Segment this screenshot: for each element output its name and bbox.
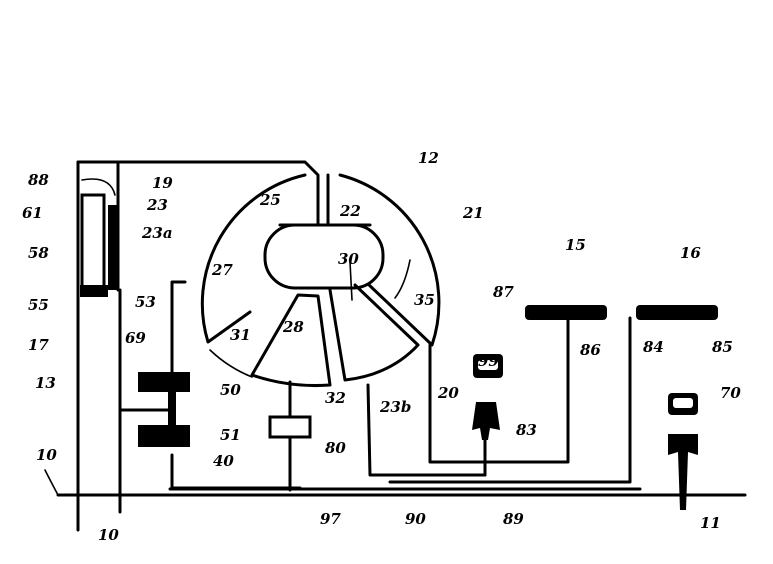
- label-88: 88: [28, 171, 49, 189]
- label-13: 13: [35, 374, 56, 392]
- label-83: 83: [516, 421, 537, 439]
- label-61: 61: [22, 204, 43, 222]
- label-10: 10: [36, 446, 57, 464]
- rotary-valve-body: [202, 175, 439, 386]
- label-16: 16: [680, 244, 701, 262]
- label-21: 21: [462, 204, 484, 222]
- label-86: 86: [580, 341, 601, 359]
- label-31: 31: [230, 326, 251, 344]
- label-11: 11: [700, 514, 721, 532]
- label-89: 89: [503, 510, 524, 528]
- left-pipes: [120, 282, 300, 488]
- label-25: 25: [259, 191, 281, 209]
- label-15: 15: [565, 236, 586, 254]
- label-70: 70: [720, 384, 741, 402]
- label-97: 97: [320, 510, 341, 528]
- label-55: 55: [28, 296, 49, 314]
- label-58: 58: [28, 244, 49, 262]
- label-32: 32: [325, 389, 346, 407]
- label-27: 27: [211, 261, 233, 279]
- label-30: 30: [338, 250, 359, 268]
- label-99-marker: 99: [478, 352, 499, 370]
- label-85: 85: [712, 338, 733, 356]
- label-51: 51: [220, 426, 241, 444]
- element-15: [525, 305, 607, 320]
- valve-80: [270, 382, 310, 490]
- label-12: 12: [418, 149, 439, 167]
- label-90: 90: [405, 510, 426, 528]
- label-19: 19: [152, 174, 173, 192]
- label-50: 50: [220, 381, 241, 399]
- label-23b: 23b: [379, 398, 411, 416]
- label-87: 87: [493, 283, 514, 301]
- label-20: 20: [437, 384, 459, 402]
- label-84: 84: [643, 338, 664, 356]
- reference-labels: 88 61 58 55 17 13 10 10 19 23 23a 53 69 …: [22, 149, 741, 544]
- label-40: 40: [213, 452, 234, 470]
- label-28: 28: [282, 318, 304, 336]
- label-23a: 23a: [141, 224, 173, 242]
- element-16: [636, 305, 718, 320]
- label-23: 23: [146, 196, 168, 214]
- label-10-b: 10: [98, 526, 119, 544]
- label-22: 22: [339, 202, 361, 220]
- label-69: 69: [125, 329, 146, 347]
- sensor-70: [668, 393, 698, 510]
- label-17: 17: [28, 336, 49, 354]
- label-80: 80: [325, 439, 346, 457]
- label-35: 35: [414, 291, 435, 309]
- actuator-device: [80, 179, 118, 297]
- label-53: 53: [135, 293, 156, 311]
